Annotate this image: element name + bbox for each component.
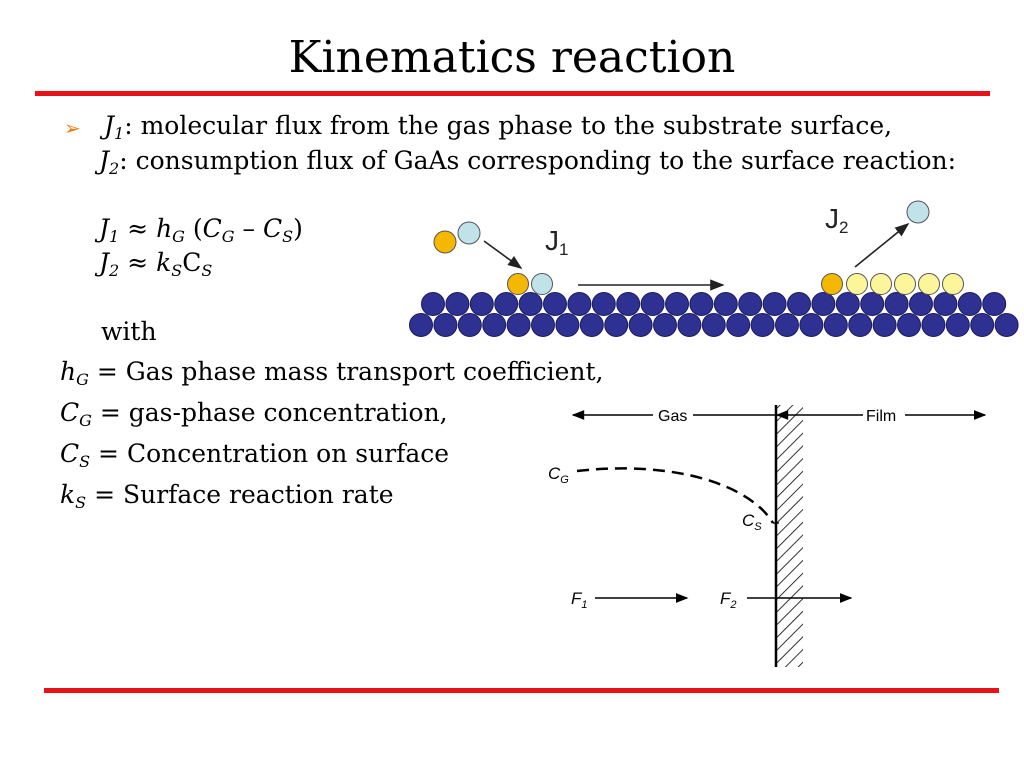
substrate-atom <box>884 292 909 316</box>
incoming-molecule <box>433 221 481 254</box>
substrate-atom <box>738 292 763 316</box>
substrate-atom <box>823 313 848 337</box>
definition-hG: hG = Gas phase mass transport coefficien… <box>60 357 604 389</box>
boundary-layer-diagram: Gas Film CG CS F1 F2 <box>548 405 987 667</box>
definition-CG: CG = gas-phase concentration, <box>60 398 448 430</box>
substrate-atom <box>616 292 641 316</box>
bullet-arrow-icon: ➢ <box>64 116 81 140</box>
top-divider <box>35 91 990 96</box>
substrate-atom <box>970 313 995 337</box>
label-J2: J2 <box>825 203 848 237</box>
substrate-atom <box>494 292 519 316</box>
substrate-atom <box>604 313 629 337</box>
with-label: with <box>101 317 157 346</box>
label-F1: F1 <box>571 589 588 611</box>
definition-kS: kS = Surface reaction rate <box>60 480 394 512</box>
substrate-atom <box>799 313 824 337</box>
substrate-wall <box>776 405 803 667</box>
substrate-atom <box>445 292 470 316</box>
substrate-atom <box>591 292 616 316</box>
substrate-atom <box>677 313 702 337</box>
substrate-atom <box>726 313 751 337</box>
substrate-atom <box>469 292 494 316</box>
substrate-atom <box>640 292 665 316</box>
substrate-atom <box>506 313 531 337</box>
substrate-atom <box>653 313 677 337</box>
label-F2: F2 <box>720 589 737 611</box>
substrate-atoms <box>409 292 1019 337</box>
substrate-atom <box>409 313 433 337</box>
substrate-atom <box>921 313 946 337</box>
substrate-atom <box>909 292 933 316</box>
substrate-atom <box>628 313 653 337</box>
substrate-atom <box>701 313 726 337</box>
label-film: Film <box>866 408 896 425</box>
concentration-profile <box>576 467 775 524</box>
bottom-divider <box>44 688 999 693</box>
substrate-atom <box>689 292 714 316</box>
film-row <box>821 273 964 295</box>
substrate-atom <box>945 313 970 337</box>
growth-schematic-figure: J1 J2 <box>409 200 1019 337</box>
adsorption-arrow <box>483 240 523 269</box>
substrate-atom <box>775 313 799 337</box>
substrate-atom <box>579 313 604 337</box>
substrate-atom <box>750 313 775 337</box>
label-CS: CS <box>742 511 762 533</box>
substrate-atom <box>421 292 445 316</box>
adsorbed-pair-left <box>507 273 553 295</box>
substrate-atom <box>762 292 787 316</box>
substrate-atom <box>994 313 1019 337</box>
substrate-atom <box>543 292 567 316</box>
substrate-atom <box>982 292 1007 316</box>
substrate-atom <box>957 292 982 316</box>
substrate-atom <box>933 292 958 316</box>
substrate-atom <box>848 313 873 337</box>
substrate-atom <box>567 292 592 316</box>
bullet-line-1: J1: molecular flux from the gas phase to… <box>104 111 893 143</box>
substrate-atom <box>433 313 458 337</box>
substrate-atom <box>787 292 811 316</box>
substrate-atom <box>555 313 580 337</box>
equation-j2: J2 ≈ kSCS <box>99 248 213 280</box>
label-gas: Gas <box>658 408 687 425</box>
substrate-atom <box>713 292 738 316</box>
substrate-atom <box>872 313 897 337</box>
substrate-atom <box>811 292 836 316</box>
substrate-atom <box>665 292 689 316</box>
substrate-atom <box>457 313 482 337</box>
bullet-line-2: J2: consumption flux of GaAs correspondi… <box>99 146 957 178</box>
label-J1: J1 <box>545 225 568 259</box>
desorbed-atom <box>906 200 930 224</box>
label-CG: CG <box>548 464 569 486</box>
definition-CS: CS = Concentration on surface <box>60 439 450 471</box>
substrate-atom <box>531 313 555 337</box>
substrate-atom <box>897 313 921 337</box>
substrate-atom <box>860 292 885 316</box>
substrate-atom <box>518 292 543 316</box>
substrate-atom <box>482 313 507 337</box>
substrate-atom <box>835 292 860 316</box>
desorption-arrow <box>854 222 910 268</box>
equation-j1: J1 ≈ hG (CG – CS) <box>99 214 303 246</box>
slide-title: Kinematics reaction <box>288 32 736 83</box>
